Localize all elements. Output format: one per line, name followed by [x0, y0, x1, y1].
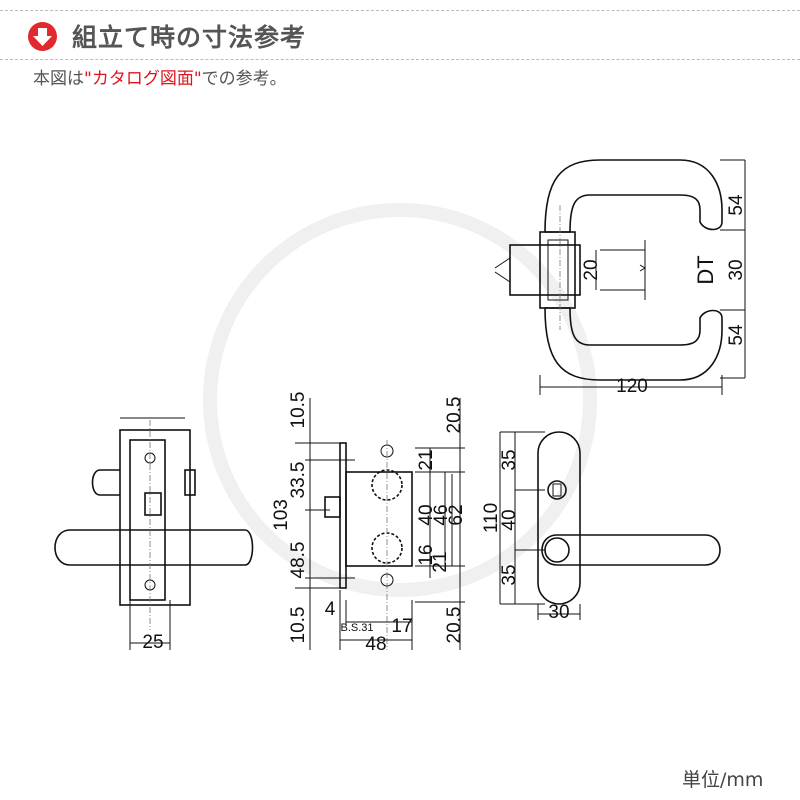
watermark — [203, 203, 597, 597]
dim-label: 54 — [726, 324, 747, 346]
dim-label: 46 — [431, 504, 452, 525]
rose-view: 35 110 40 35 30 — [481, 431, 721, 623]
down-arrow-circle-icon — [28, 22, 57, 51]
subtitle-highlight: "カタログ図面" — [84, 69, 202, 89]
dim-label: 35 — [499, 449, 520, 470]
dim-label: 4 — [325, 599, 336, 620]
divider-bottom — [0, 59, 800, 60]
subtitle-prefix: 本図は — [33, 69, 84, 89]
dim-label: 33.5 — [288, 462, 309, 499]
dim-label: 10.5 — [288, 392, 309, 429]
dim-label: 21 — [430, 551, 451, 572]
dim-label: 103 — [271, 499, 292, 531]
top-view: 54 30 54 120 DT 20 — [494, 159, 747, 397]
dim-label: 120 — [616, 376, 648, 397]
dim-label: 54 — [726, 194, 747, 216]
side-view: 25 — [54, 417, 254, 653]
dim-label: 48.5 — [288, 542, 309, 579]
dim-label: 17 — [391, 616, 412, 637]
dim-label: 20.5 — [444, 397, 465, 434]
dim-label: 48 — [365, 634, 386, 655]
lock-view: 10.5 33.5 103 48.5 10.5 20.5 21 40 46 62… — [271, 392, 467, 655]
dim-label: 30 — [726, 259, 747, 280]
dim-label: 20 — [581, 259, 602, 280]
dim-label: 110 — [481, 503, 502, 533]
dim-label: 40 — [416, 504, 437, 525]
dim-label: 21 — [416, 449, 437, 470]
dim-label: 16 — [416, 544, 437, 565]
divider-top — [0, 10, 800, 11]
dim-label: 30 — [548, 602, 569, 623]
dim-label: B.S.31 — [340, 622, 373, 634]
dim-label: 35 — [499, 564, 520, 585]
dim-label: 25 — [142, 632, 163, 653]
section-title: 組立て時の寸法参考 — [72, 23, 307, 52]
dim-label: 20.5 — [444, 607, 465, 644]
subtitle-suffix: での参考。 — [201, 69, 287, 89]
subtitle: 本図は"カタログ図面"での参考。 — [33, 64, 287, 89]
dim-label: 40 — [499, 509, 520, 530]
unit-label: 単位/mm — [682, 769, 764, 791]
dim-label-dt: DT — [693, 255, 718, 284]
dim-label: 62 — [446, 504, 467, 525]
dim-label: 10.5 — [288, 607, 309, 644]
